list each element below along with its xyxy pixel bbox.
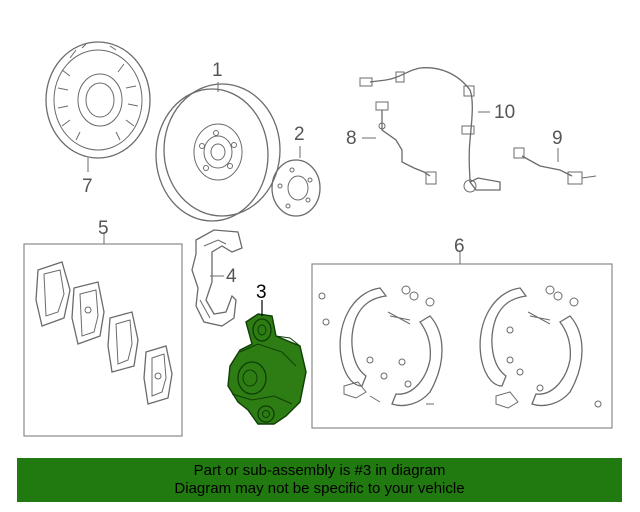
part-3-brake-caliper[interactable] [227, 313, 307, 425]
callout-7: 7 [82, 176, 93, 197]
part-5-brake-pads[interactable] [35, 261, 173, 405]
part-8-abs-sensor[interactable] [375, 101, 437, 185]
callout-1: 1 [212, 60, 223, 81]
box-6-parking-brake-shoes [311, 263, 613, 429]
callout-3: 3 [256, 282, 267, 303]
info-banner: Part or sub-assembly is #3 in diagram Di… [17, 458, 622, 502]
part-7-backing-plate[interactable] [45, 41, 151, 159]
parts-diagram: 7 1 2 10 [23, 41, 613, 437]
callout-8: 8 [346, 128, 357, 149]
part-4-caliper-bracket[interactable] [191, 229, 243, 327]
box-5-brake-pads [23, 243, 183, 437]
callout-4: 4 [226, 266, 237, 287]
callout-2: 2 [294, 124, 305, 145]
callout-10: 10 [494, 102, 515, 123]
callout-6: 6 [454, 236, 465, 257]
part-1-rotor[interactable] [155, 83, 281, 222]
callout-5: 5 [98, 218, 109, 239]
part-2-hub-spacer[interactable] [271, 159, 321, 217]
part-9-wear-sensor[interactable] [513, 147, 597, 185]
banner-line-1: Part or sub-assembly is #3 in diagram [193, 462, 446, 479]
callout-9: 9 [552, 128, 563, 149]
banner-line-2: Diagram may not be specific to your vehi… [174, 480, 465, 497]
part-10-sensor-cable[interactable] [359, 67, 501, 193]
part-6-parking-brake-shoes[interactable] [318, 285, 602, 409]
